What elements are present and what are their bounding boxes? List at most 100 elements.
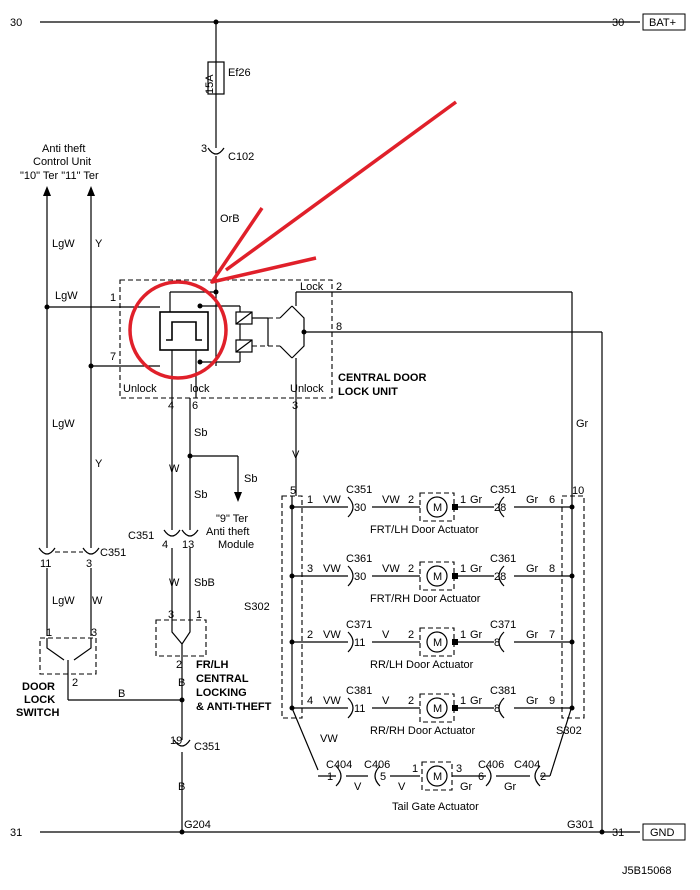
actuator-name-1: FRT/RH Door Actuator [370,593,481,605]
actuator-motor-right-pin-3: 1 [460,695,466,707]
actuator-motor-symbol-0: M [433,502,442,514]
c351-mid-conn-a [163,529,181,537]
actuator-right-conn-name-2: C371 [490,619,516,631]
lgw-label-lower: LgW [52,595,75,607]
actuator-motor-left-pin-3: 2 [408,695,414,707]
tailgate-w4: Gr [504,781,517,793]
s302-left-label: S302 [244,601,270,613]
actuator-left-conn-pin-2: 11 [354,637,365,649]
actuator-right-conn-3 [498,697,505,719]
actuator-name-3: RR/RH Door Actuator [370,725,475,737]
frlh-pin2: 2 [176,659,182,671]
lock-unit-title-2: LOCK UNIT [338,386,398,398]
b-label-horizontal: B [118,688,125,700]
c406-left-conn [374,765,381,787]
sb-label-1: Sb [194,427,207,439]
b-splice-dot [179,697,185,703]
module-line-2: Anti theft [206,526,249,538]
frlh-pin3: 3 [168,609,174,621]
actuator-left-conn-name-2: C371 [346,619,372,631]
actuator-motor-right-wire-2: Gr [470,629,483,641]
actuator-left-conn-pin-3: 11 [354,703,365,715]
lgw-label-horizontal: LgW [55,290,78,302]
s302-right-pin10: 10 [572,485,584,497]
diagram-code: J5B15068 [622,865,672,877]
tailgate-name: Tail Gate Actuator [392,801,479,813]
actuator-right-conn-pin-1: 28 [494,571,506,583]
actuator-motor-left-pin-1: 2 [408,563,414,575]
c406-left-name: C406 [364,759,390,771]
c102-pin: 3 [201,143,207,155]
actuator-right-pin-3: 9 [549,695,555,707]
actuator-right-wire-label-0: Gr [526,494,539,506]
actuator-left-conn-1 [347,565,354,587]
actuator-motor-3 [426,697,448,719]
rail-bottom-left-number: 31 [10,827,22,839]
tailgate-gr-wire [549,705,573,777]
door-switch-pin3: 3 [91,627,97,639]
bat-label-box [642,13,686,31]
actuator-right-wire-label-3: Gr [526,695,539,707]
tailgate-m1: 1 [412,763,418,775]
frlh-title-2: CENTRAL [196,673,249,685]
annotation-arrow-shaft [224,100,458,272]
rail-top-right-number: 30 [612,17,624,29]
actuator-motor-left-wire-1: VW [382,563,400,575]
c351-left-pin-b: 3 [86,558,92,570]
actuator-motor-right-wire-0: Gr [470,494,483,506]
actuator-motor-left-wire-0: VW [382,494,400,506]
lgw-label-top: LgW [52,238,75,250]
actuator-left-wire-label-1: VW [323,563,341,575]
relay-coil-unlock-slash [235,339,253,353]
y-label-top: Y [95,238,103,250]
actuator-left-wire-label-2: VW [323,629,341,641]
frlh-switch-box [155,619,207,657]
w-label-left: W [92,595,103,607]
c404-left-conn [335,765,342,787]
c351-left-name: C351 [100,547,126,559]
s302-right-dot-1 [569,573,575,579]
c351-bottom-pin: 19 [170,735,182,747]
actuator-left-conn-pin-0: 30 [354,502,366,514]
s302-right-label: S302 [556,725,582,737]
c351-mid-pin-b: 13 [182,539,194,551]
actuator-right-wire-label-1: Gr [526,563,539,575]
c404-left-name: C404 [326,759,352,771]
tailgate-w2: V [398,781,406,793]
annotation-arrow-head [210,207,317,284]
c406-right-conn [485,765,492,787]
w-label: W [169,463,180,475]
v-label: V [292,449,300,461]
tailgate-w1: V [354,781,362,793]
lock-unit-pin1: 1 [110,292,116,304]
b-label-1: B [178,677,185,689]
tailgate-p6: 6 [478,771,484,783]
tailgate-p2: 2 [540,771,546,783]
c351-left-pin-a: 11 [40,558,51,570]
lock-unit-pin8: 8 [336,321,342,333]
frlh-switch-symbol [171,622,191,656]
actuator-motor-right-wire-3: Gr [470,695,483,707]
door-switch-pin2: 2 [72,677,78,689]
lock-unit-unlock-left: Unlock [123,383,157,395]
s302-left-pin5: 5 [290,485,296,497]
frlh-title-4: & ANTI-THEFT [196,701,272,713]
c102-name: C102 [228,151,254,163]
actuator-right-conn-name-3: C381 [490,685,516,697]
fuse-rating: 15A [204,74,216,94]
tailgate-vw-wire [291,707,319,771]
actuator-left-conn-name-1: C361 [346,553,372,565]
door-switch-title-2: LOCK [24,694,55,706]
gnd-label-box [642,823,686,841]
c351-bottom-conn [173,739,191,747]
lock-unit-pin7: 7 [110,351,116,363]
lock-unit-pin2: 2 [336,281,342,293]
actuator-name-0: FRT/LH Door Actuator [370,524,479,536]
actuator-right-pin-1: 8 [549,563,555,575]
actuator-right-conn-pin-2: 8 [494,637,500,649]
actuator-left-conn-name-0: C351 [346,484,372,496]
y-label-mid: Y [95,458,103,470]
frlh-pin1: 1 [196,609,202,621]
lock-unit-unlock-right: Unlock [290,383,324,395]
c404-right-conn [534,765,541,787]
